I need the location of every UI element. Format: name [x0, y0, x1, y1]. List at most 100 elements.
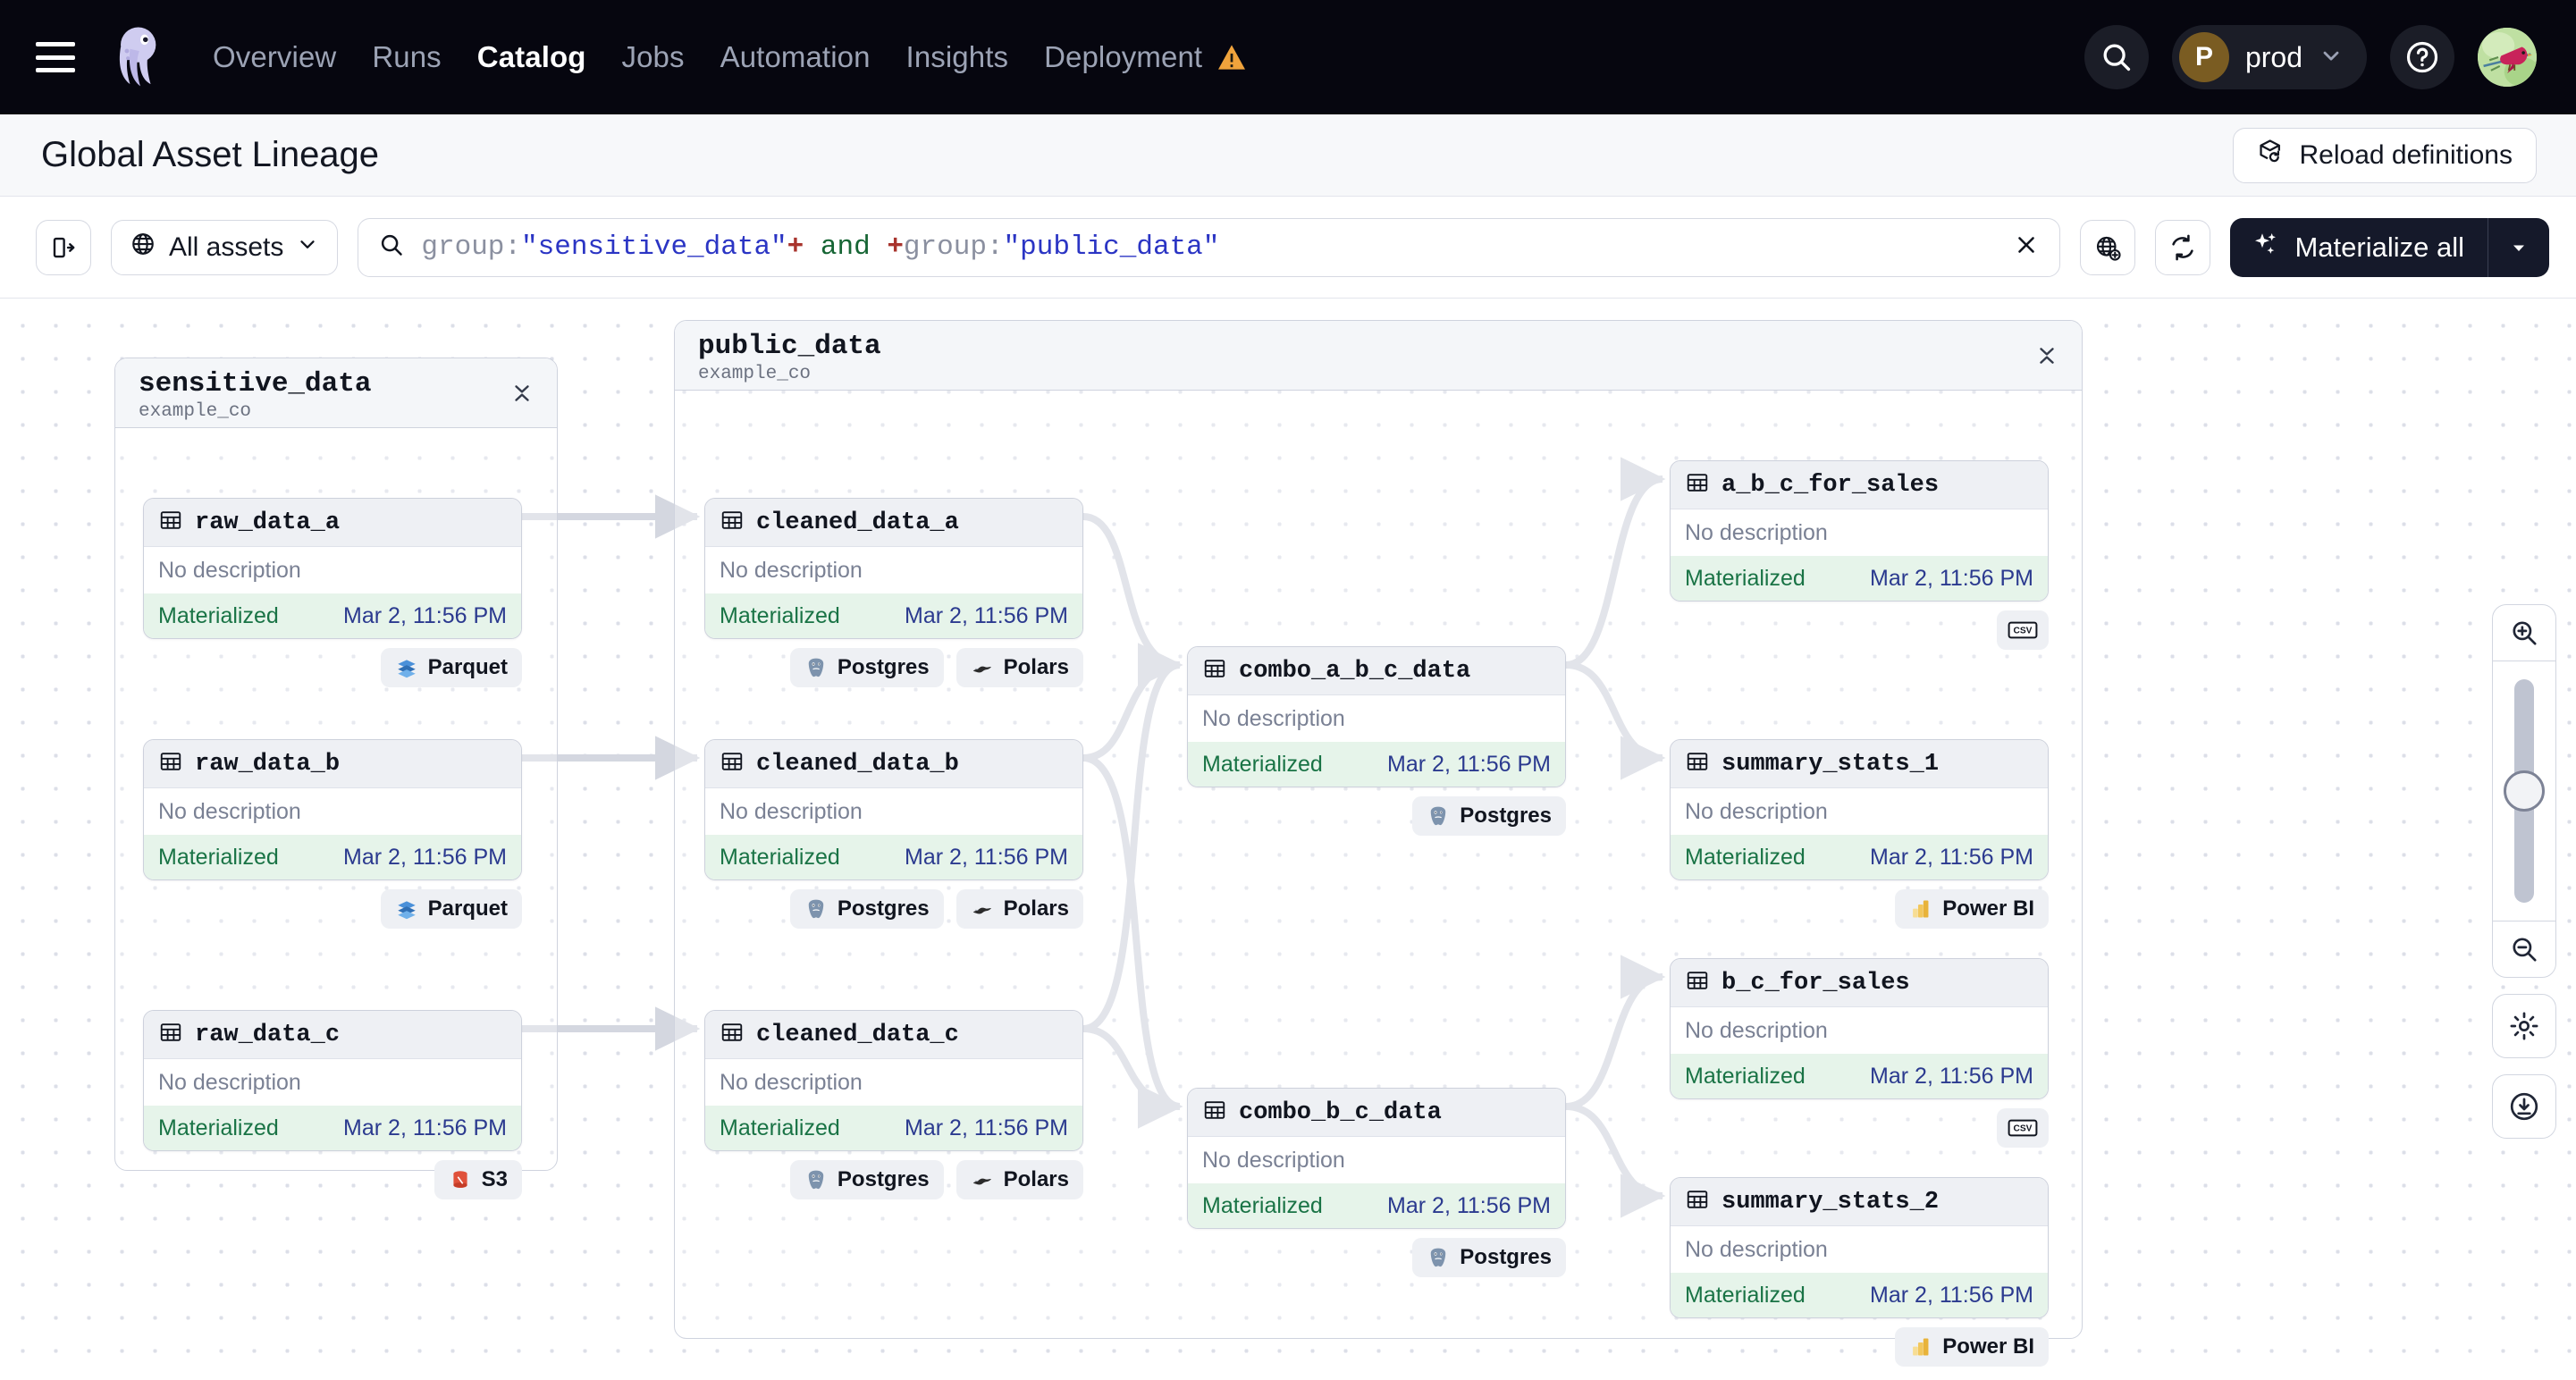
asset-node-description: No description	[144, 1059, 521, 1106]
asset-tag-polars[interactable]: Polars	[955, 1160, 1083, 1199]
help-button[interactable]	[2390, 25, 2454, 89]
deployment-switcher[interactable]: P prod	[2171, 25, 2367, 89]
warning-triangle-icon	[1216, 44, 1247, 71]
asset-tag-power-bi[interactable]: Power BI	[1895, 889, 2049, 929]
asset-node-header: a_b_c_for_sales	[1671, 461, 2048, 509]
status-badge: Materialized	[158, 1115, 279, 1140]
asset-tag-parquet[interactable]: Parquet	[380, 648, 522, 687]
global-search-button[interactable]	[2084, 25, 2149, 89]
materialize-all-button[interactable]: Materialize all	[2230, 217, 2549, 277]
asset-tag-csv[interactable]: CSV	[1997, 610, 2049, 650]
zoom-slider[interactable]	[2493, 661, 2555, 921]
clear-search-icon[interactable]	[1999, 231, 2040, 263]
collapse-group-icon[interactable]	[510, 382, 534, 409]
asset-node-header: summary_stats_1	[1671, 740, 2048, 788]
table-icon	[158, 749, 183, 778]
asset-node-description: No description	[144, 547, 521, 593]
zoom-slider-thumb[interactable]	[2504, 770, 2545, 812]
nav-item-catalog[interactable]: Catalog	[476, 40, 586, 73]
sidebar-toggle-button[interactable]	[36, 219, 91, 275]
nav-item-runs[interactable]: Runs	[372, 40, 442, 73]
nav-item-insights[interactable]: Insights	[905, 40, 1009, 73]
asset-node-title: combo_b_c_data	[1239, 1098, 1442, 1126]
asset-node-description: No description	[1671, 509, 2048, 556]
asset-tag-parquet[interactable]: Parquet	[380, 889, 522, 929]
asset-tag-csv[interactable]: CSV	[1997, 1108, 2049, 1148]
asset-tag-label: Postgres	[837, 1167, 930, 1191]
asset-node-tags: S3	[143, 1160, 522, 1199]
nav-item-automation[interactable]: Automation	[720, 40, 871, 73]
asset-tag-postgres[interactable]: Postgres	[789, 889, 944, 929]
asset-tag-polars[interactable]: Polars	[955, 889, 1083, 929]
asset-tag-label: Parquet	[427, 896, 508, 921]
asset-node-title: cleaned_data_a	[756, 509, 959, 536]
page-title: Global Asset Lineage	[41, 135, 380, 174]
asset-scope-selector[interactable]: All assets	[111, 219, 339, 275]
asset-tag-postgres[interactable]: Postgres	[789, 648, 944, 687]
zoom-out-button[interactable]	[2493, 921, 2555, 977]
table-icon	[1685, 470, 1710, 500]
materialization-timestamp: Mar 2, 11:56 PM	[905, 1115, 1068, 1140]
asset-tag-label: Power BI	[1942, 1334, 2034, 1359]
table-icon	[1685, 968, 1710, 997]
search-query[interactable]: group:"sensitive_data"+ and +group:"publ…	[421, 231, 1220, 263]
status-badge: Materialized	[720, 844, 840, 870]
download-graph-button[interactable]	[2492, 1074, 2556, 1139]
page-header: Global Asset Lineage Reload definitions	[0, 114, 2576, 197]
csv-icon: CSV	[2008, 619, 2038, 641]
nav-item-overview[interactable]: Overview	[213, 40, 337, 73]
asset-node-tags: CSV	[1670, 1108, 2049, 1148]
asset-node-header: combo_a_b_c_data	[1188, 647, 1565, 695]
refresh-button[interactable]	[2155, 219, 2211, 275]
svg-text:CSV: CSV	[2014, 627, 2033, 636]
asset-lineage-canvas[interactable]: sensitive_data example_co public_data ex…	[0, 299, 2576, 1380]
hamburger-menu-icon[interactable]	[36, 42, 75, 72]
status-badge: Materialized	[1685, 565, 1806, 591]
asset-tag-postgres[interactable]: Postgres	[1412, 1238, 1566, 1277]
asset-tag-postgres[interactable]: Postgres	[1412, 796, 1566, 836]
asset-search-box[interactable]: group:"sensitive_data"+ and +group:"publ…	[358, 217, 2061, 277]
asset-node-title: raw_data_b	[195, 750, 341, 778]
asset-node-tags: Postgres Polars	[704, 889, 1083, 929]
nav-right-actions: P prod	[2084, 25, 2537, 89]
nav-item-deployment[interactable]: Deployment	[1044, 40, 1247, 74]
group-subtitle: example_co	[139, 401, 252, 423]
dagster-logo-icon[interactable]	[105, 22, 175, 92]
asset-tag-polars[interactable]: Polars	[955, 648, 1083, 687]
nav-item-jobs[interactable]: Jobs	[621, 40, 685, 73]
materialize-options-caret[interactable]	[2488, 237, 2549, 258]
collapse-group-icon[interactable]	[2035, 344, 2058, 372]
reload-definitions-button[interactable]: Reload definitions	[2232, 127, 2537, 183]
asset-tag-power-bi[interactable]: Power BI	[1895, 1327, 2049, 1367]
group-header: sensitive_data example_co	[115, 358, 557, 428]
asset-tag-postgres[interactable]: Postgres	[789, 1160, 944, 1199]
asset-node-title: summary_stats_2	[1722, 1188, 1940, 1216]
add-global-filter-button[interactable]	[2080, 219, 2136, 275]
asset-node-description: No description	[1188, 695, 1565, 742]
zoom-in-button[interactable]	[2493, 605, 2555, 661]
user-avatar[interactable]	[2478, 28, 2537, 87]
asset-tag-label: Polars	[1003, 655, 1069, 679]
asset-node-header: summary_stats_2	[1671, 1178, 2048, 1226]
status-badge: Materialized	[1202, 751, 1323, 777]
asset-node-title: b_c_for_sales	[1722, 969, 1910, 997]
graph-settings-button[interactable]	[2492, 994, 2556, 1058]
asset-node-header: raw_data_c	[144, 1011, 521, 1059]
group-name: sensitive_data	[139, 368, 372, 400]
asset-tag-s3[interactable]: S3	[434, 1160, 522, 1199]
